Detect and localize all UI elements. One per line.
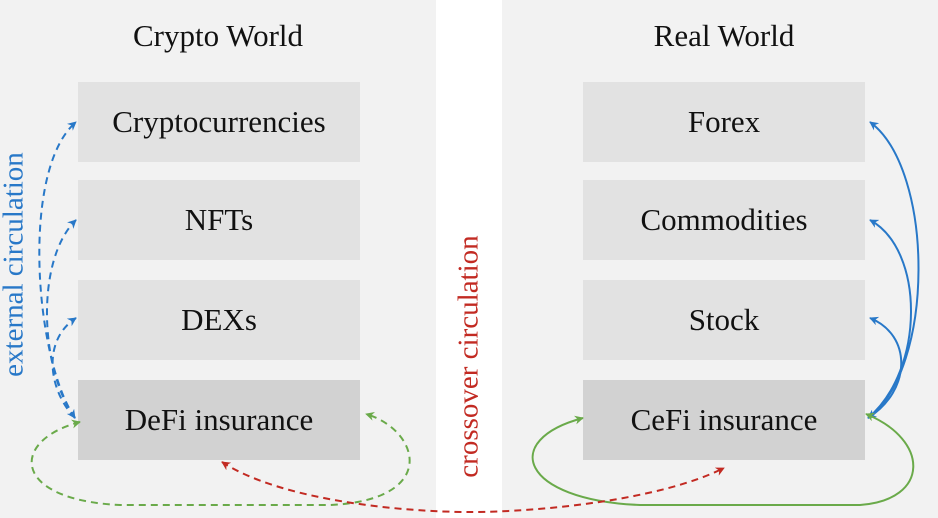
box-forex: Forex [583, 82, 865, 162]
real-world-title: Real World [653, 18, 795, 53]
external-arrow-6 [867, 316, 903, 419]
box-commodities: Commodities [583, 180, 865, 260]
crypto-world-title: Crypto World [132, 18, 303, 53]
external-arrow-2 [46, 219, 77, 419]
box-nfts: NFTs [78, 180, 360, 260]
external-arrow-1 [38, 121, 77, 419]
internal-arrow-crypto [30, 411, 411, 506]
external-arrow-4 [867, 121, 920, 419]
internal-arrow-real [531, 412, 915, 506]
box-stock: Stock [583, 280, 865, 360]
box-dexs: DEXs [78, 280, 360, 360]
box-cryptocurrencies: Cryptocurrencies [78, 82, 360, 162]
external-arrow-5 [867, 219, 912, 419]
external-arrow-3 [51, 317, 77, 419]
crossover-arrow [221, 461, 725, 514]
